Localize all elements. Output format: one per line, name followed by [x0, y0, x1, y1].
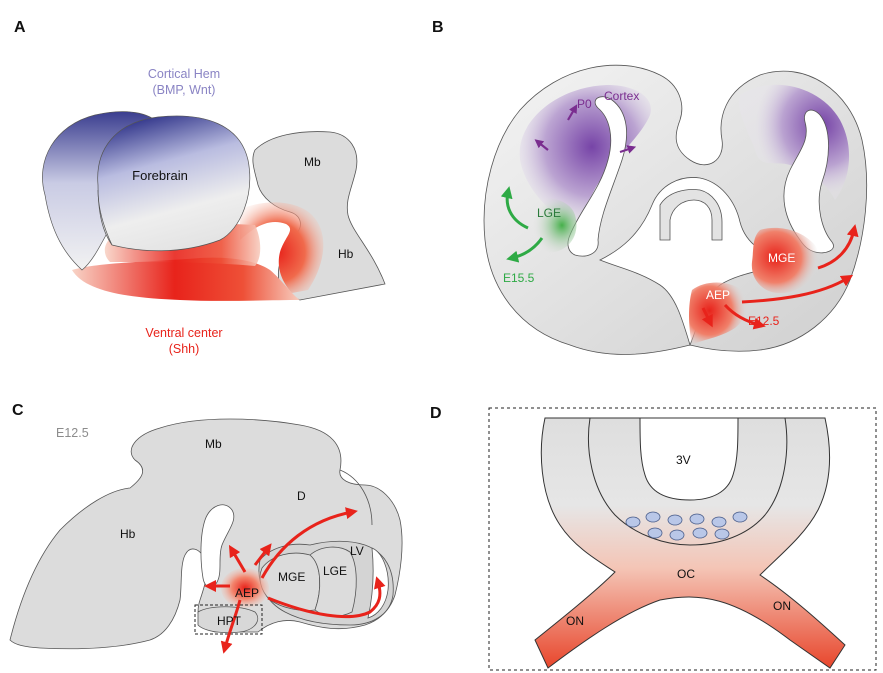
on-right-label: ON: [773, 599, 791, 613]
forebrain-label: Forebrain: [132, 168, 188, 183]
third-ventricle-label: 3V: [676, 453, 691, 467]
cell: [668, 515, 682, 525]
cell: [646, 512, 660, 522]
panel-d: D 3V OC ON ON: [430, 405, 876, 670]
ventral-center-title: Ventral center: [145, 326, 222, 340]
stage-label-c: E12.5: [56, 426, 89, 440]
oc-label: OC: [677, 567, 695, 581]
panel-b: B Cortex P0 LGE E15.5: [432, 19, 867, 354]
cell: [690, 514, 704, 524]
mge-label-b: MGE: [768, 251, 795, 265]
e155-label: E15.5: [503, 271, 535, 285]
lv-label-c: LV: [350, 544, 364, 558]
aep-label-b: AEP: [706, 288, 730, 302]
cortical-hem-subtitle: (BMP, Wnt): [153, 83, 216, 97]
hb-label-a: Hb: [338, 247, 354, 261]
mb-label-a: Mb: [304, 155, 321, 169]
panel-a: A Cortical Hem (BMP, Wnt) Forebrain Mb H…: [14, 19, 385, 356]
cell: [648, 528, 662, 538]
d-label-c: D: [297, 489, 306, 503]
mb-label-c: Mb: [205, 437, 222, 451]
cortex-label: Cortex: [604, 89, 639, 103]
ventral-base-shape: [72, 258, 300, 301]
panel-d-letter: D: [430, 405, 442, 422]
lge-label-b: LGE: [537, 206, 561, 220]
cell: [670, 530, 684, 540]
panel-c: C E12.5 Mb D Hb LV MGE LGE AEP HPT: [10, 402, 402, 649]
ventral-center-subtitle: (Shh): [169, 342, 200, 356]
cell: [715, 529, 729, 539]
cell: [693, 528, 707, 538]
cell: [626, 517, 640, 527]
lge-label-c: LGE: [323, 564, 347, 578]
e125-label-b: E12.5: [748, 314, 780, 328]
on-left-label: ON: [566, 614, 584, 628]
panel-a-letter: A: [14, 19, 26, 36]
hpt-label-c: HPT: [217, 614, 242, 628]
panel-b-letter: B: [432, 19, 444, 36]
hb-label-c: Hb: [120, 527, 136, 541]
forebrain-front-hemisphere: [98, 116, 250, 251]
p0-label: P0: [577, 97, 592, 111]
panel-c-letter: C: [12, 402, 24, 419]
cortical-hem-title: Cortical Hem: [148, 67, 220, 81]
mge-label-c: MGE: [278, 570, 305, 584]
cell: [712, 517, 726, 527]
aep-label-c: AEP: [235, 586, 259, 600]
cell: [733, 512, 747, 522]
